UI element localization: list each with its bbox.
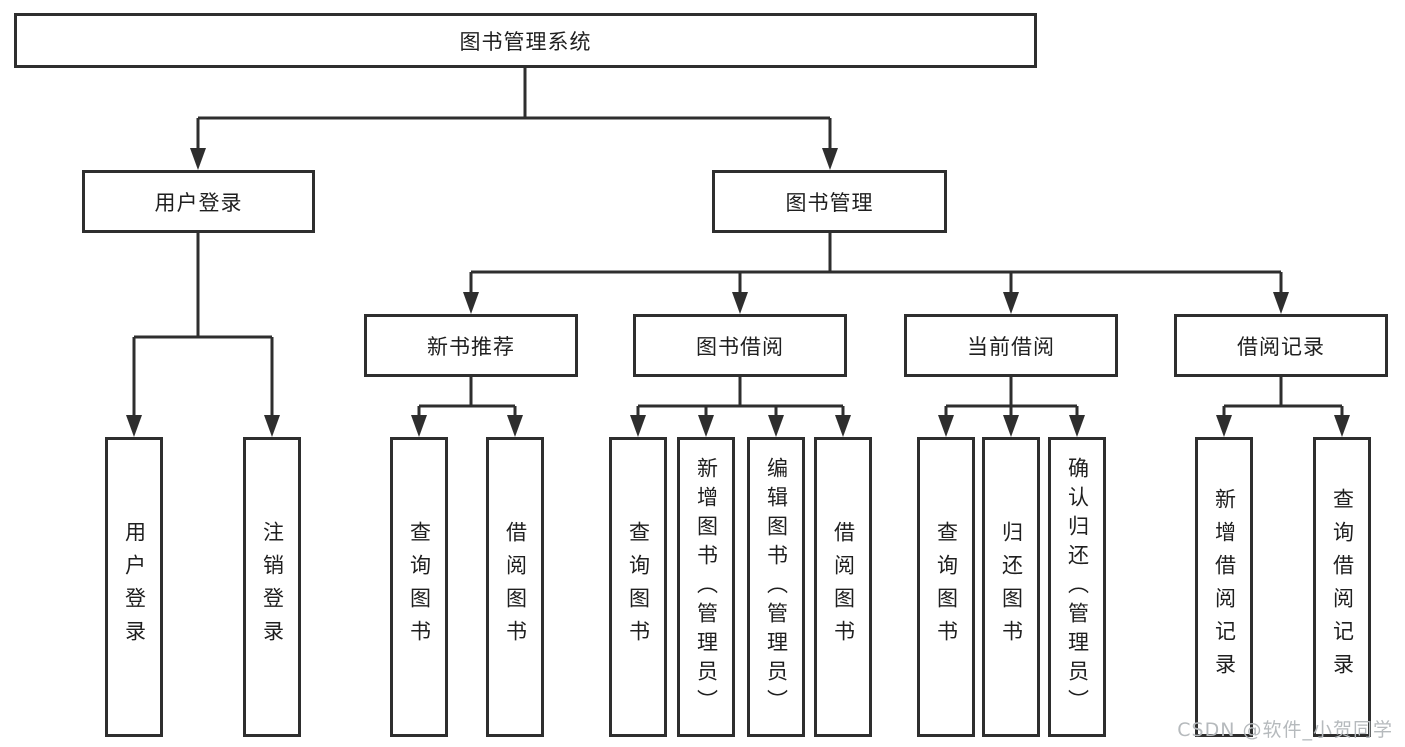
leaf-query-books-2-label: 查询图书: [626, 521, 651, 653]
node-new-book-recommend-label: 新书推荐: [427, 334, 515, 359]
leaf-add-borrow-record: 新增借阅记录: [1195, 437, 1253, 737]
leaf-edit-books-admin-label: 编辑图书（管理员）: [764, 456, 789, 718]
leaf-logout-label: 注销登录: [260, 521, 285, 653]
leaf-query-books-2: 查询图书: [609, 437, 667, 737]
leaf-query-borrow-record-label: 查询借阅记录: [1330, 488, 1355, 686]
node-borrowing-records: 借阅记录: [1174, 314, 1388, 377]
node-book-borrowing: 图书借阅: [633, 314, 847, 377]
node-book-borrowing-label: 图书借阅: [696, 334, 784, 359]
leaf-confirm-return-admin-label: 确认归还（管理员）: [1065, 456, 1090, 718]
node-current-borrowing: 当前借阅: [904, 314, 1118, 377]
leaf-borrow-books-2-label: 借阅图书: [831, 521, 856, 653]
node-user-login-label: 用户登录: [154, 190, 243, 215]
node-book-management: 图书管理: [712, 170, 947, 233]
node-current-borrowing-label: 当前借阅: [967, 334, 1055, 359]
leaf-borrow-books-2: 借阅图书: [814, 437, 872, 737]
leaf-query-books-1-label: 查询图书: [407, 521, 432, 653]
leaf-query-borrow-record: 查询借阅记录: [1313, 437, 1371, 737]
leaf-return-books: 归还图书: [982, 437, 1040, 737]
leaf-edit-books-admin: 编辑图书（管理员）: [747, 437, 805, 737]
leaf-query-books-3: 查询图书: [917, 437, 975, 737]
node-user-login: 用户登录: [82, 170, 315, 233]
leaf-user-login-label: 用户登录: [122, 521, 147, 653]
leaf-user-login: 用户登录: [105, 437, 163, 737]
leaf-add-books-admin-label: 新增图书（管理员）: [694, 456, 719, 718]
leaf-borrow-books-1-label: 借阅图书: [503, 521, 528, 653]
node-book-management-label: 图书管理: [785, 190, 874, 215]
node-root: 图书管理系统: [14, 13, 1037, 68]
csdn-watermark: CSDN @软件_小贺同学: [1177, 719, 1393, 741]
node-new-book-recommend: 新书推荐: [364, 314, 578, 377]
leaf-add-books-admin: 新增图书（管理员）: [677, 437, 735, 737]
leaf-add-borrow-record-label: 新增借阅记录: [1212, 488, 1237, 686]
leaf-return-books-label: 归还图书: [999, 521, 1024, 653]
leaf-logout: 注销登录: [243, 437, 301, 737]
node-borrowing-records-label: 借阅记录: [1237, 334, 1325, 359]
leaf-query-books-1: 查询图书: [390, 437, 448, 737]
leaf-borrow-books-1: 借阅图书: [486, 437, 544, 737]
node-root-label: 图书管理系统: [459, 29, 592, 54]
leaf-confirm-return-admin: 确认归还（管理员）: [1048, 437, 1106, 737]
tree-edges: [132, 68, 1344, 417]
leaf-query-books-3-label: 查询图书: [934, 521, 959, 653]
arrowheads: [126, 148, 1350, 437]
